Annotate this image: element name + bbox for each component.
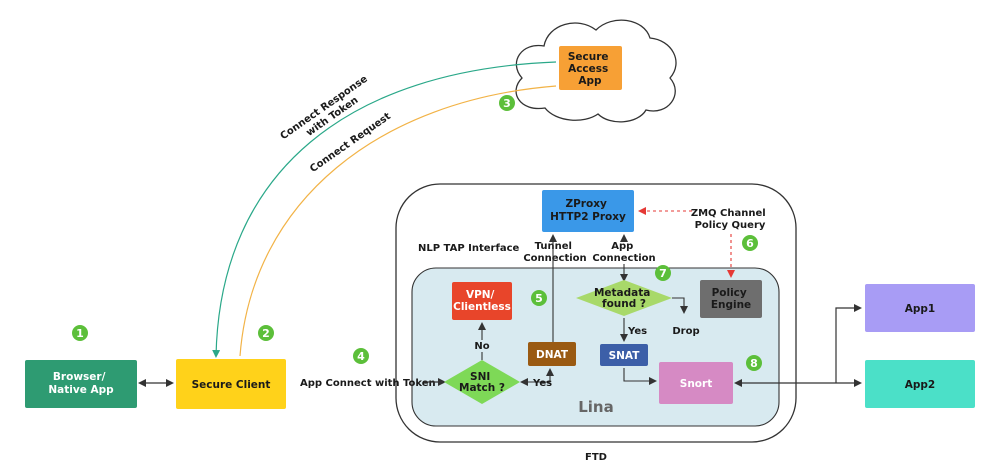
snort-label: Snort — [680, 378, 712, 390]
zproxy-box — [542, 190, 634, 232]
sni-match-label: SNI Match ? — [459, 371, 505, 394]
snat-snort-line — [623, 368, 657, 385]
app-connection-label: App Connection — [592, 241, 655, 264]
secure-access-app-label: Secure Access App — [568, 51, 612, 87]
nlp-tap-label: NLP TAP Interface — [418, 243, 520, 254]
zmq-label: ZMQ Channel Policy Query — [691, 208, 769, 231]
snat-label: SNAT — [609, 350, 641, 362]
yes-meta-label: Yes — [627, 326, 647, 337]
svg-text:4: 4 — [357, 350, 365, 363]
svg-text:2: 2 — [262, 327, 270, 340]
ftd-title: FTD — [585, 452, 607, 463]
sni-match-diamond — [444, 360, 520, 404]
app-connect-label: App Connect with Token — [300, 378, 436, 389]
step-badge-3: 3 — [499, 95, 515, 111]
browser-native-app-box — [25, 360, 137, 408]
step-badge-6: 6 — [742, 235, 758, 251]
connect-response-line — [212, 61, 557, 358]
app2-box — [865, 360, 975, 408]
vpn-clientless-label: VPN/ Clientless — [453, 289, 511, 313]
no-label: No — [474, 341, 489, 352]
sni-dnat-line — [520, 368, 554, 386]
step-badge-1: 1 — [72, 325, 88, 341]
dnat-box — [528, 342, 576, 366]
zproxy-label: ZProxy HTTP2 Proxy — [550, 198, 626, 223]
secure-client-label: Secure Client — [192, 379, 271, 391]
svg-text:1: 1 — [76, 327, 84, 340]
metadata-label: Metadata found ? — [594, 287, 654, 310]
snat-box — [600, 344, 648, 366]
svg-text:3: 3 — [503, 97, 511, 110]
step-badge-2: 2 — [258, 325, 274, 341]
browser-native-app-label: Browser/ Native App — [48, 371, 114, 396]
step-badge-5: 5 — [531, 290, 547, 306]
secure-access-app-box — [559, 46, 622, 90]
svg-text:5: 5 — [535, 292, 543, 305]
dnat-label: DNAT — [536, 349, 569, 361]
step-badge-8: 8 — [746, 355, 762, 371]
app1-label: App1 — [905, 303, 935, 315]
svg-text:7: 7 — [659, 267, 667, 280]
app1-box — [865, 284, 975, 332]
step-badge-4: 4 — [353, 348, 369, 364]
yes-sni-label: Yes — [532, 378, 552, 389]
metadata-drop-line — [672, 297, 688, 314]
drop-label: Drop — [672, 326, 699, 337]
no-label-bg — [474, 340, 491, 352]
step-badge-7: 7 — [655, 265, 671, 281]
app2-label: App2 — [905, 379, 935, 391]
svg-text:8: 8 — [750, 357, 758, 370]
svg-text:6: 6 — [746, 237, 754, 250]
policy-engine-label: Policy Engine — [711, 287, 751, 311]
snort-box — [659, 362, 733, 404]
lina-label: Lina — [578, 398, 614, 416]
policy-engine-box — [700, 280, 762, 318]
snort-app1-arrow — [835, 304, 862, 383]
secure-client-box — [176, 359, 286, 409]
connect-request-line — [239, 85, 557, 357]
metadata-diamond — [576, 280, 672, 316]
vpn-clientless-box — [452, 282, 512, 320]
